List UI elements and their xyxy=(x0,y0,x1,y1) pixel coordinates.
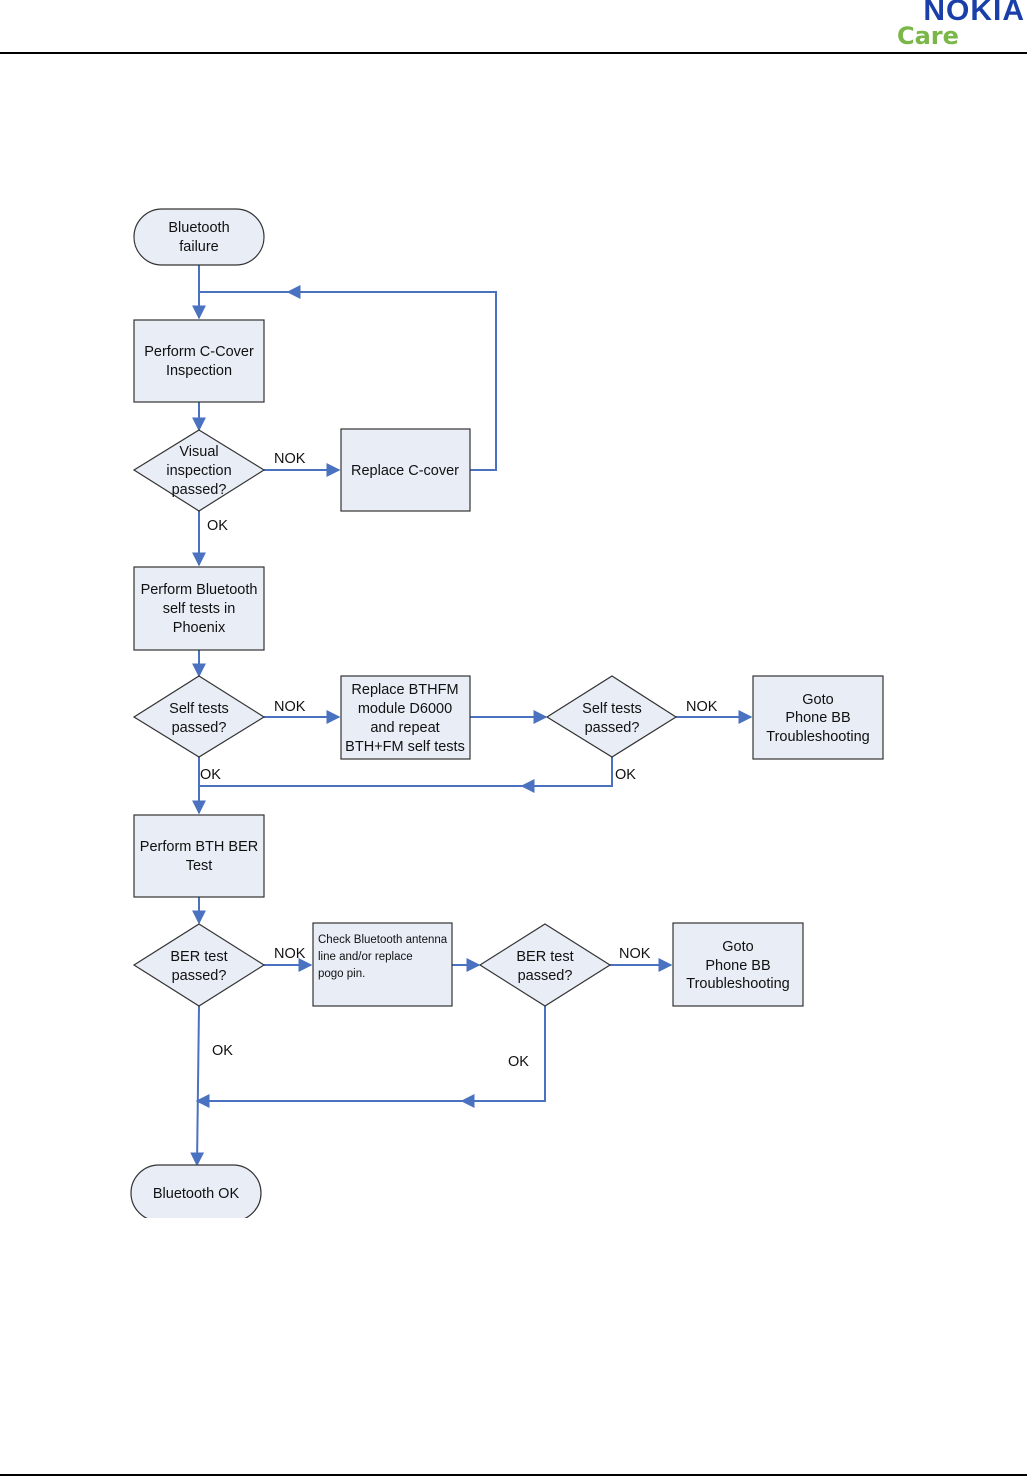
node-visual-line-2: passed? xyxy=(172,482,227,498)
node-bth-ber-line-1: Test xyxy=(186,858,213,874)
node-start-line-0: Bluetooth xyxy=(168,220,229,236)
node-ber1-line-0: BER test xyxy=(170,949,227,965)
node-bthfm-line-2: and repeat xyxy=(370,720,439,736)
node-ber2-line-1: passed? xyxy=(518,968,573,984)
node-ber2-line-0: BER test xyxy=(516,949,573,965)
label-self2-ok: OK xyxy=(615,767,636,783)
header-rule xyxy=(0,52,1027,54)
edge-replace-ccover-loop xyxy=(286,285,497,471)
edge-labels: NOK OK NOK OK NOK OK NOK OK NOK OK xyxy=(200,451,718,1070)
label-ber1-nok: NOK xyxy=(274,946,306,962)
node-goto2-line-2: Troubleshooting xyxy=(686,976,789,992)
node-check-antenna: Check Bluetooth antenna line and/or repl… xyxy=(312,922,453,1007)
node-ber1-line-1: passed? xyxy=(172,968,227,984)
node-bt-self-line-1: self tests in xyxy=(163,601,236,617)
node-ccover-line-0: Perform C-Cover xyxy=(144,344,254,360)
node-antenna-line-1: line and/or replace xyxy=(318,951,413,963)
node-start-line-1: failure xyxy=(179,239,219,255)
node-bth-ber-line-0: Perform BTH BER xyxy=(140,839,258,855)
node-goto2-line-1: Phone BB xyxy=(705,958,770,974)
node-goto1-line-2: Troubleshooting xyxy=(766,729,869,745)
node-visual-line-1: inspection xyxy=(166,463,231,479)
node-bthfm-line-0: Replace BTHFM xyxy=(351,682,458,698)
node-end: Bluetooth OK xyxy=(130,1164,262,1222)
label-visual-ok: OK xyxy=(207,518,228,534)
node-self1-line-1: passed? xyxy=(172,720,227,736)
node-ccover-inspection: Perform C-Cover Inspection xyxy=(133,319,265,403)
node-replace-ccover: Replace C-cover xyxy=(340,428,471,512)
node-bt-self-line-0: Perform Bluetooth xyxy=(141,582,258,598)
node-self2-line-1: passed? xyxy=(585,720,640,736)
node-bthfm-line-1: module D6000 xyxy=(358,701,452,717)
logo-nokia-text: NOKIA xyxy=(923,0,1025,27)
node-visual-inspection: Visual inspection passed? xyxy=(132,429,266,512)
node-ccover-line-1: Inspection xyxy=(166,363,232,379)
label-ber1-ok: OK xyxy=(212,1043,233,1059)
edge-ber1-ok xyxy=(190,1005,205,1167)
node-bth-ber-test: Perform BTH BER Test xyxy=(133,814,265,898)
node-goto-bb-1: Goto Phone BB Troubleshooting xyxy=(752,675,884,760)
label-self1-nok: NOK xyxy=(274,699,306,715)
node-replace-ccover-line-0: Replace C-cover xyxy=(351,463,459,479)
node-goto1-line-1: Phone BB xyxy=(785,710,850,726)
node-goto2-line-0: Goto xyxy=(722,939,753,955)
node-visual-line-0: Visual xyxy=(179,444,218,460)
label-self2-nok: NOK xyxy=(686,699,718,715)
label-ber2-ok: OK xyxy=(508,1054,529,1070)
end-node-crop-mask xyxy=(120,1218,280,1228)
node-ber-test-1: BER test passed? xyxy=(132,923,266,1007)
connectors xyxy=(190,265,753,1167)
label-ber2-nok: NOK xyxy=(619,946,651,962)
node-antenna-line-0: Check Bluetooth antenna xyxy=(318,934,448,946)
node-self1-line-0: Self tests xyxy=(169,701,229,717)
node-self-tests-2: Self tests passed? xyxy=(545,675,678,758)
node-goto1-line-0: Goto xyxy=(802,692,833,708)
label-self1-ok: OK xyxy=(200,767,221,783)
edge-self2-ok xyxy=(520,757,613,793)
node-start: Bluetooth failure xyxy=(133,208,265,266)
node-self2-line-0: Self tests xyxy=(582,701,642,717)
edge-ber2-ok xyxy=(460,1006,546,1108)
node-end-line-0: Bluetooth OK xyxy=(153,1186,240,1202)
label-visual-nok: NOK xyxy=(274,451,306,467)
logo-care-text: Care xyxy=(897,22,959,50)
node-goto-bb-2: Goto Phone BB Troubleshooting xyxy=(672,922,804,1007)
node-bt-self-tests: Perform Bluetooth self tests in Phoenix xyxy=(133,566,265,651)
node-ber-test-2: BER test passed? xyxy=(478,923,612,1007)
node-bt-self-line-2: Phoenix xyxy=(173,620,226,636)
node-bthfm-line-3: BTH+FM self tests xyxy=(345,739,465,755)
node-replace-bthfm: Replace BTHFM module D6000 and repeat BT… xyxy=(340,675,471,760)
node-antenna-line-2: pogo pin. xyxy=(318,968,365,980)
footer-rule xyxy=(0,1474,1027,1476)
node-self-tests-1: Self tests passed? xyxy=(132,675,266,758)
